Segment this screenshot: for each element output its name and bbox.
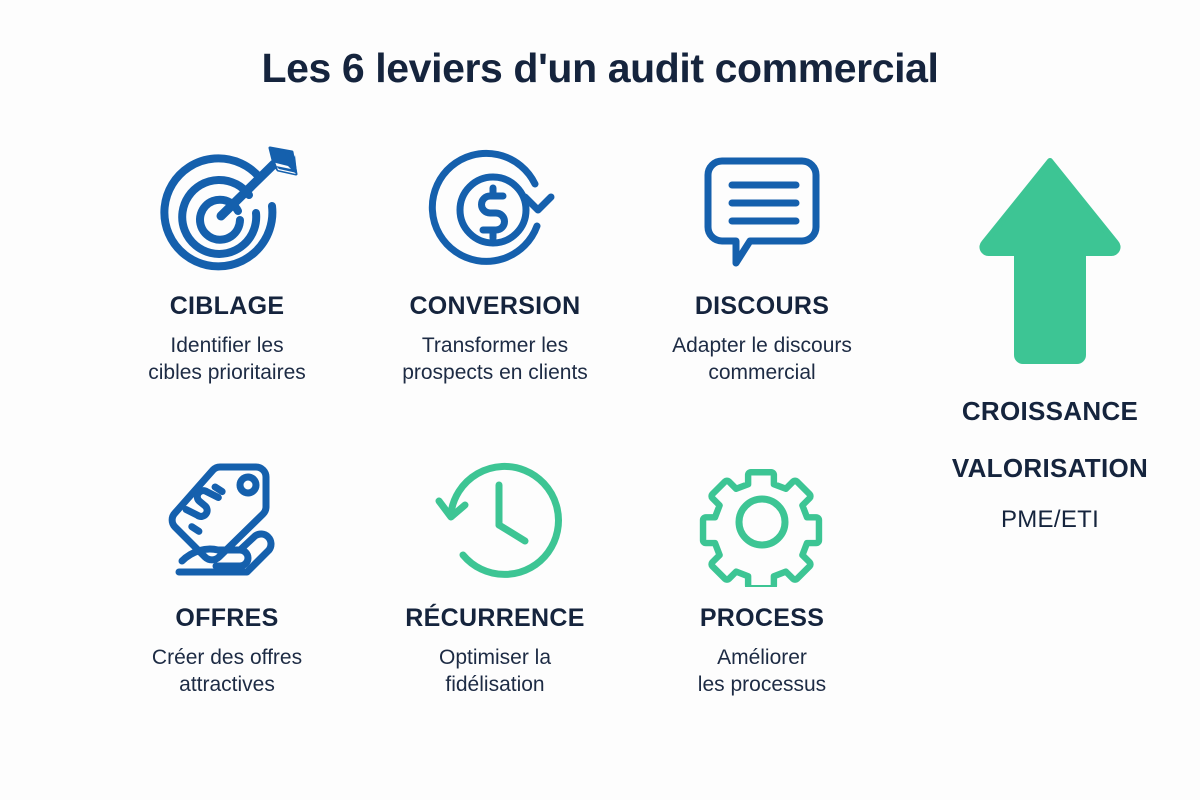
growth-line-1: CROISSANCE — [961, 396, 1139, 426]
lever-title: DISCOURS — [694, 292, 830, 320]
lever-title: RÉCURRENCE — [405, 604, 585, 632]
lever-ciblage: CIBLAGE Identifier les cibles prioritair… — [82, 140, 372, 387]
lever-process: PROCESS Améliorer les processus — [617, 452, 907, 699]
lever-description: Optimiser la fidélisation — [438, 646, 552, 696]
lever-offres: OFFRES Créer des offres attractives — [82, 452, 372, 699]
lever-conversion: CONVERSION Transformer les prospects en … — [350, 140, 640, 387]
growth-line-2: VALORISATION — [951, 453, 1149, 483]
speech-bubble-lines-icon — [617, 140, 907, 280]
target-arrow-icon — [82, 140, 372, 280]
lever-description: Adapter le discours commercial — [672, 334, 852, 384]
lever-title: OFFRES — [175, 604, 279, 632]
lever-recurrence: RÉCURRENCE Optimiser la fidélisation — [350, 452, 640, 699]
lever-description: Identifier les cibles prioritaires — [148, 334, 306, 384]
lever-title: CIBLAGE — [169, 292, 285, 320]
gear-icon — [617, 452, 907, 592]
up-arrow-icon — [905, 155, 1195, 370]
lever-description: Créer des offres attractives — [151, 646, 303, 696]
price-tag-hand-icon — [82, 452, 372, 592]
levers-grid: CIBLAGE Identifier les cibles prioritair… — [20, 140, 900, 760]
lever-discours: DISCOURS Adapter le discours commercial — [617, 140, 907, 387]
growth-panel: CROISSANCE VALORISATION PME/ETI — [905, 155, 1195, 534]
clock-counterclockwise-icon — [350, 452, 640, 592]
lever-description: Transformer les prospects en clients — [402, 334, 588, 384]
lever-description: Améliorer les processus — [697, 646, 827, 696]
lever-title: PROCESS — [699, 604, 825, 632]
lever-title: CONVERSION — [409, 292, 581, 320]
dollar-coin-refresh-icon — [350, 140, 640, 280]
page-title: Les 6 leviers d'un audit commercial — [261, 45, 939, 91]
growth-line-3: PME/ETI — [1000, 506, 1100, 533]
